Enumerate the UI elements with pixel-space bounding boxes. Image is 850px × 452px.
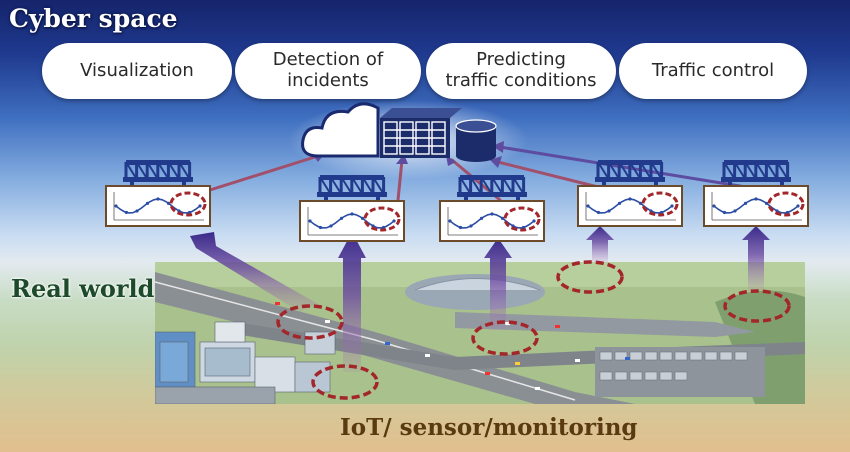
function-detection-label: Detection of incidents [272,49,384,91]
sensor-panel-2 [299,175,405,242]
function-traffic-control: Traffic control [619,43,807,99]
connector-2 [396,158,404,202]
upload-arrow-1 [190,232,318,312]
cyber-space-heading: Cyber space [9,4,178,33]
sensor-chart-icon [703,185,809,227]
sensor-chart-icon [299,200,405,242]
server-rack-icon [380,108,462,158]
cloud-icon [301,102,380,158]
real-world-heading: Real world [11,274,155,303]
function-visualization: Visualization [42,43,232,99]
connector-5-head [492,141,504,153]
database-icon [455,119,497,162]
bridge-truss-icon [457,175,527,203]
monitoring-spot-5 [723,289,791,323]
function-detection: Detection of incidents [235,43,421,99]
upload-arrow-3 [484,238,512,330]
connector-5 [498,145,754,190]
monitoring-spot-4 [556,260,624,294]
function-predicting: Predicting traffic conditions [426,43,616,99]
sensor-chart-icon [577,185,683,227]
monitoring-spot-2 [311,364,379,400]
bridge-truss-icon [721,160,791,188]
monitoring-spot-1 [276,304,344,340]
function-predicting-label: Predicting traffic conditions [445,49,597,91]
sensor-panel-1 [105,160,211,227]
upload-arrow-4 [586,226,614,262]
function-visualization-label: Visualization [80,59,194,81]
sensor-panels [105,160,809,242]
sensor-panel-4 [577,160,683,227]
sensor-panel-5 [703,160,809,227]
connector-1 [208,154,320,192]
monitoring-spot-3 [471,320,539,356]
sensor-chart-icon [439,200,545,242]
sensor-panel-3 [439,175,545,242]
upload-arrow-5 [742,226,770,290]
bridge-truss-icon [317,175,387,203]
sensor-chart-icon [105,185,211,227]
sensor-upload-arrows [190,226,770,372]
function-traffic-control-label: Traffic control [651,59,775,81]
bridge-truss-icon [123,160,193,188]
bridge-truss-icon [595,160,665,188]
upload-arrow-2 [338,232,366,372]
monitoring-spots [276,260,791,400]
iot-sensor-monitoring-heading: IoT/ sensor/monitoring [340,414,638,441]
